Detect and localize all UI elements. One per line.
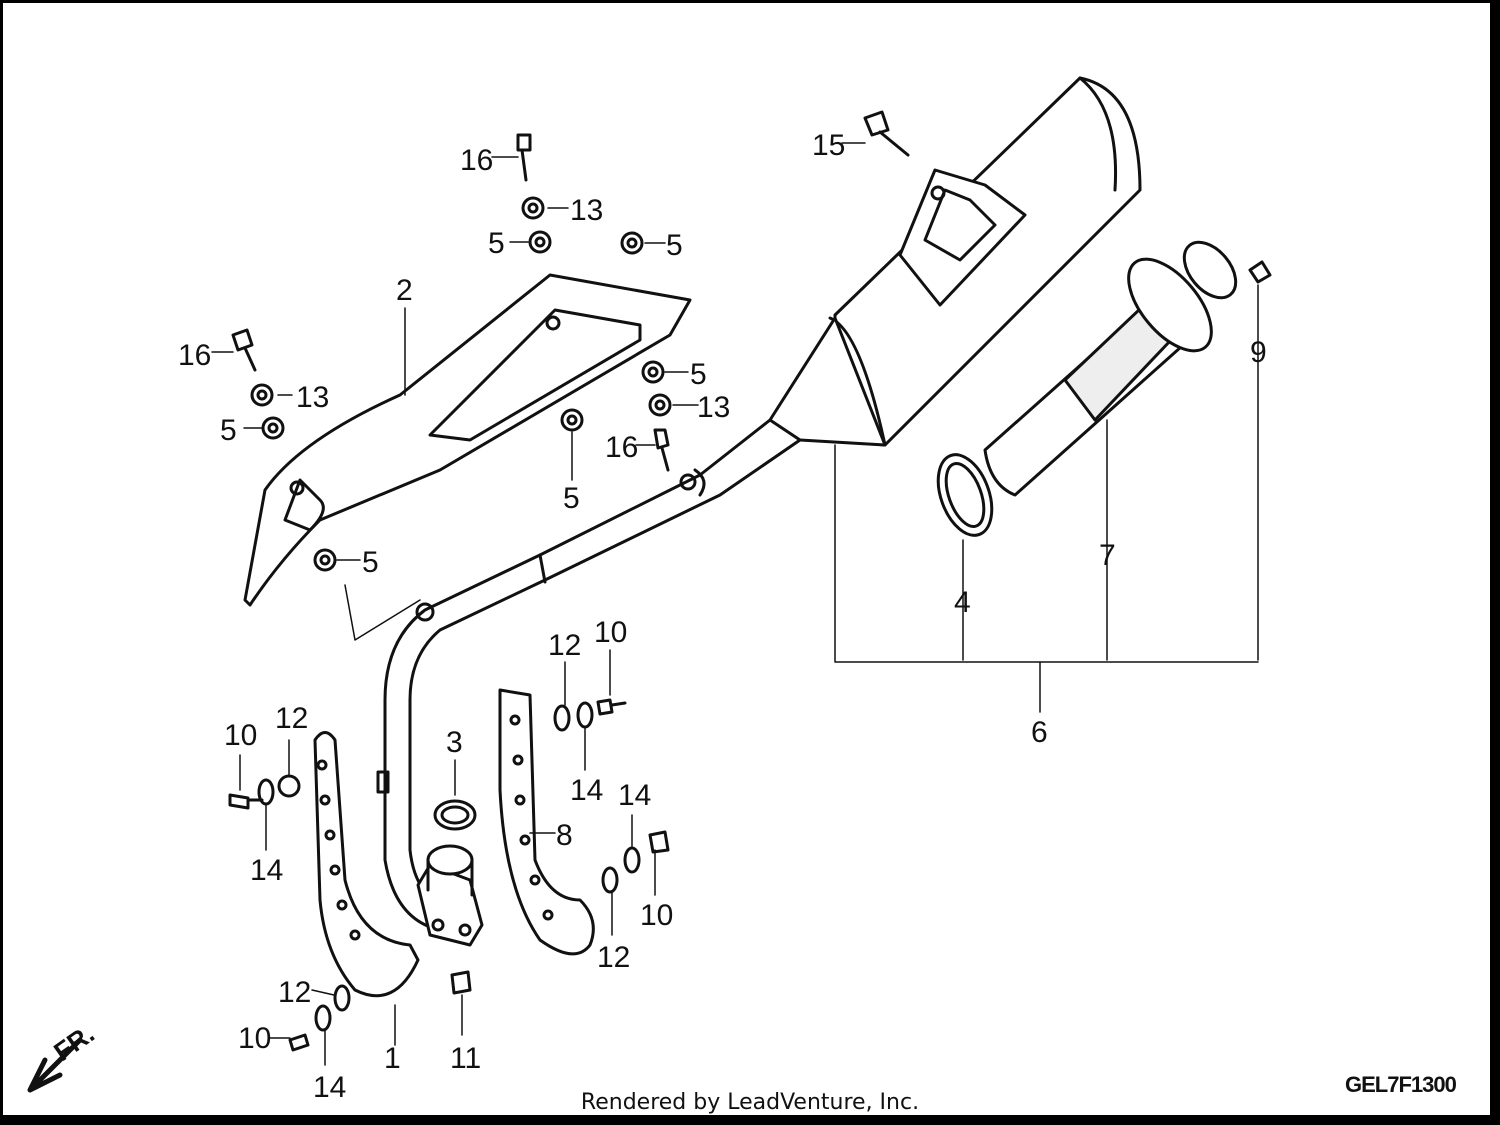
callout-12-bottom: 12 <box>278 976 311 1009</box>
callout-10-bottom: 10 <box>238 1022 271 1055</box>
fasteners <box>228 110 1272 1052</box>
callout-2: 2 <box>396 274 413 307</box>
heat-protector-upper <box>243 273 692 607</box>
callout-5-center: 5 <box>563 482 580 515</box>
callout-7: 7 <box>1099 539 1116 572</box>
muffler-body <box>768 76 1142 447</box>
callout-10-right-top: 10 <box>594 616 627 649</box>
diagram-code: GEL7F1300 <box>1345 1072 1457 1097</box>
heat-protector-lower-right <box>498 688 595 956</box>
tail-pipe <box>983 240 1238 497</box>
tailpipe-gasket <box>936 453 994 537</box>
front-indicator-label: FR. <box>48 1018 100 1067</box>
callout-5-lower: 5 <box>362 546 379 579</box>
callout-13-left: 13 <box>296 381 329 414</box>
callout-8: 8 <box>556 819 573 852</box>
callout-12-right-top: 12 <box>548 629 581 662</box>
leader-lines <box>211 142 1259 1066</box>
callout-6: 6 <box>1031 716 1048 749</box>
callout-11: 11 <box>450 1042 481 1075</box>
callout-16-right: 16 <box>605 431 638 464</box>
callout-10-right-low: 10 <box>640 899 673 932</box>
exhaust-flange <box>416 844 484 947</box>
callout-5-right: 5 <box>690 358 707 391</box>
callout-16-top: 16 <box>460 144 493 177</box>
callout-13-right: 13 <box>697 391 730 424</box>
heat-protector-lower-left <box>313 731 420 998</box>
callout-16-left: 16 <box>178 339 211 372</box>
callout-14-right-low: 14 <box>618 779 651 812</box>
callout-14-right-top: 14 <box>570 774 603 807</box>
callout-12-left: 12 <box>275 702 308 735</box>
callout-5-top-right: 5 <box>666 229 683 262</box>
callout-3: 3 <box>446 726 463 759</box>
callout-13-top: 13 <box>570 194 603 227</box>
callout-14-left: 14 <box>250 854 283 887</box>
callout-14-bottom: 14 <box>313 1071 346 1104</box>
callout-5-left: 5 <box>220 414 237 447</box>
callout-1: 1 <box>384 1042 401 1075</box>
callout-4: 4 <box>954 586 971 619</box>
callout-5-top-left: 5 <box>488 227 505 260</box>
callout-labels: 1 2 3 4 5 5 5 5 5 5 6 7 8 9 10 10 10 10 … <box>178 129 1267 1104</box>
front-direction-arrow-icon <box>27 1037 83 1093</box>
exhaust-gasket <box>433 799 477 831</box>
callout-12-right-low: 12 <box>597 941 630 974</box>
callout-10-left: 10 <box>224 719 257 752</box>
footer-credit: Rendered by LeadVenture, Inc. <box>580 1090 920 1115</box>
callout-9: 9 <box>1250 336 1267 369</box>
callout-15: 15 <box>812 129 845 162</box>
